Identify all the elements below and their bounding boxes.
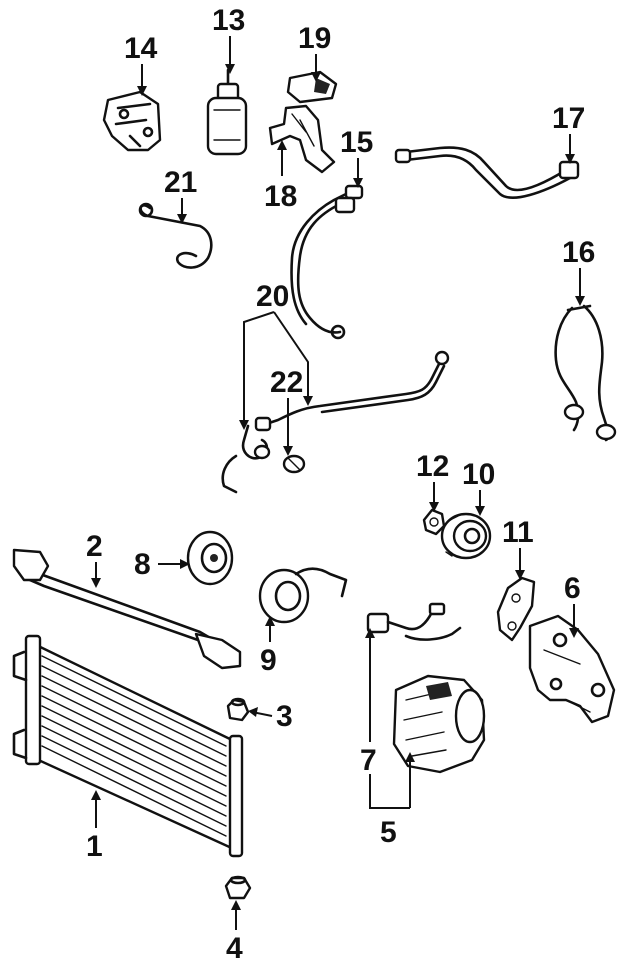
part-11-bracket	[496, 576, 536, 642]
part-17-discharge-hose	[394, 146, 580, 199]
part-18-bracket	[268, 104, 336, 174]
part-10-pulley	[440, 512, 492, 560]
part-2-mount-bar	[12, 548, 242, 670]
part-15-suction-hose	[290, 184, 364, 340]
callout-6: 6	[564, 572, 581, 605]
callout-8: 8	[134, 548, 151, 581]
callout-12: 12	[416, 450, 449, 483]
callout-18: 18	[264, 180, 297, 213]
part-9-field-coil	[258, 567, 348, 624]
callout-3: 3	[276, 700, 293, 733]
callout-22: 22	[270, 366, 303, 399]
callout-7: 7	[360, 744, 377, 777]
part-12-nut	[422, 508, 446, 536]
part-22-sensor	[282, 454, 306, 474]
callout-14: 14	[124, 32, 158, 65]
part-8-clutch-plate	[186, 530, 234, 586]
part-14-bracket	[102, 90, 162, 152]
part-20-liquid-line	[221, 350, 450, 494]
callout-10: 10	[462, 458, 495, 491]
callout-9: 9	[260, 644, 277, 677]
part-21-pipe	[138, 202, 213, 269]
callout-11: 11	[502, 516, 534, 549]
part-16-hose-assembly	[554, 304, 617, 442]
part-4-cushion	[224, 875, 252, 900]
leader-lines	[91, 36, 585, 930]
callout-labels: 14 13 19 18 21 15 17 16 20 22 12 10 11 6…	[86, 4, 595, 965]
callout-5: 5	[380, 816, 397, 849]
part-7-harness	[366, 602, 462, 641]
part-1-condenser	[12, 634, 244, 858]
part-13-receiver-drier	[206, 68, 248, 156]
callout-4: 4	[226, 932, 243, 965]
callout-2: 2	[86, 530, 103, 563]
callout-21: 21	[164, 166, 197, 199]
part-3-cushion	[226, 697, 250, 722]
callout-19: 19	[298, 22, 331, 55]
callout-17: 17	[552, 102, 585, 135]
callout-20: 20	[256, 280, 289, 313]
callout-13: 13	[212, 4, 245, 37]
part-5-compressor	[392, 674, 486, 774]
callout-1: 1	[86, 830, 103, 863]
callout-16: 16	[562, 236, 595, 269]
callout-15: 15	[340, 126, 373, 159]
part-19-pressure-switch	[286, 70, 338, 104]
